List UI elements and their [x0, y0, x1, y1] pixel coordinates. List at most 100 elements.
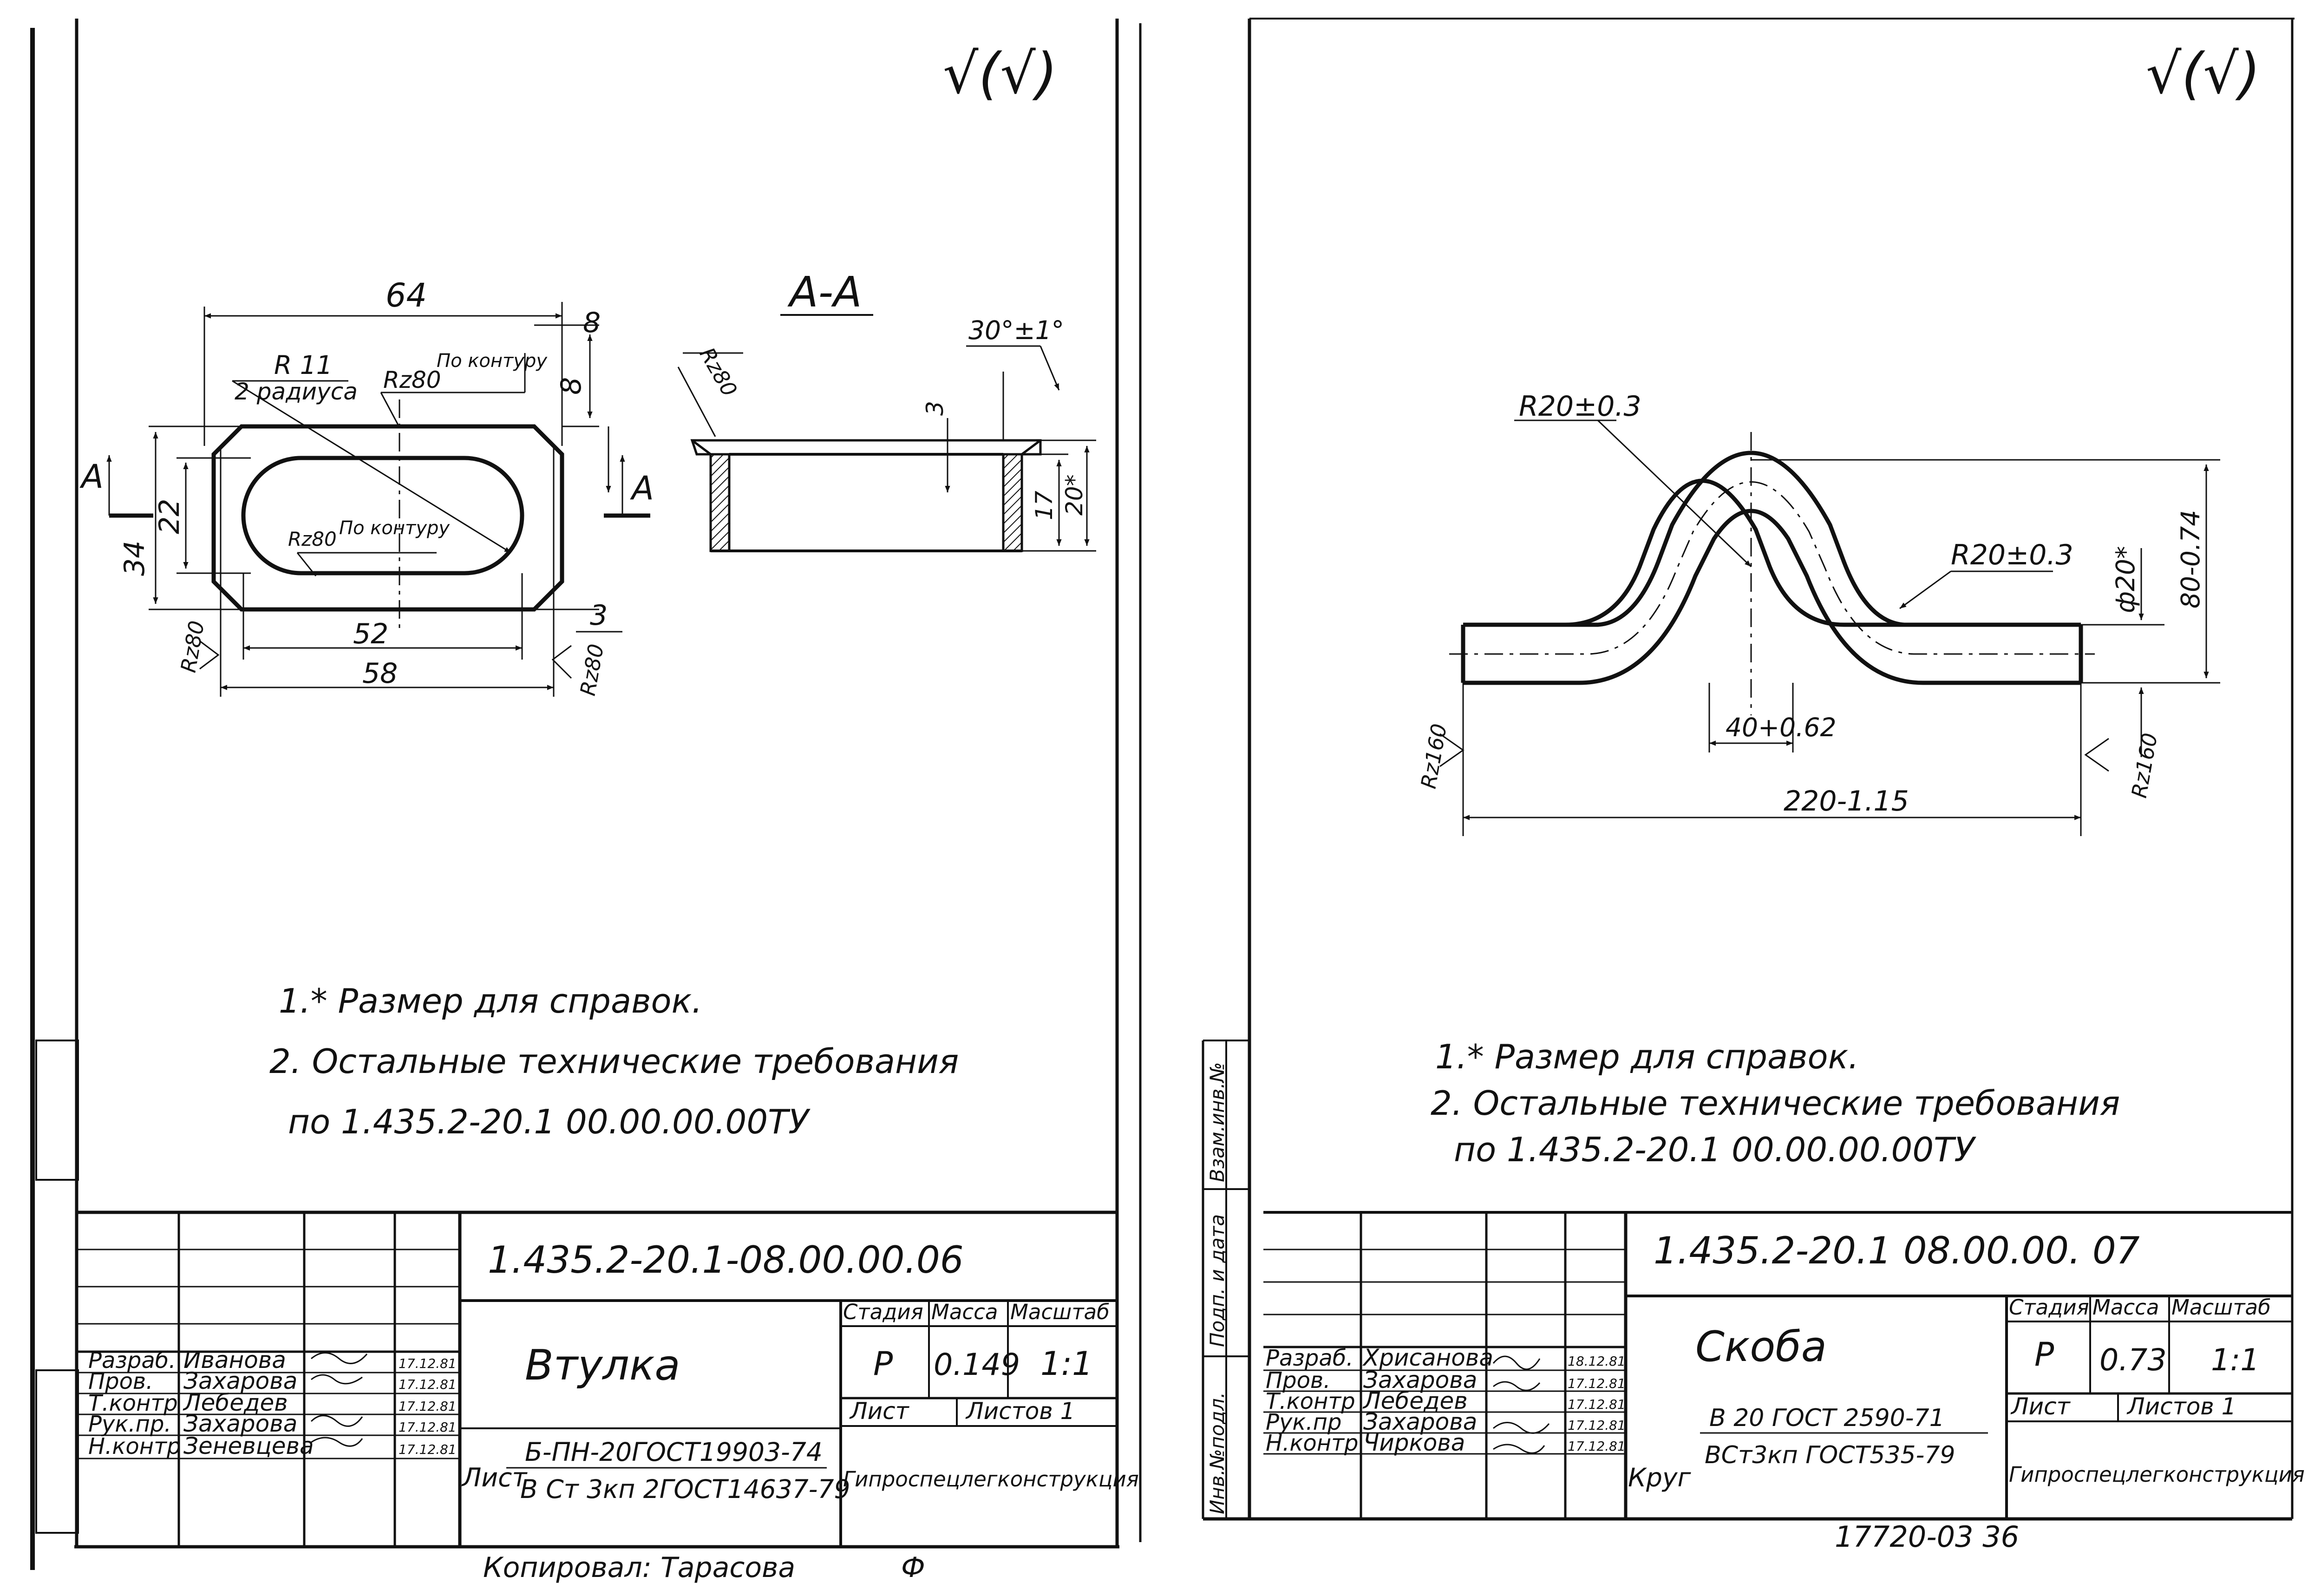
right-role-3: Рук.пр	[1266, 1409, 1341, 1435]
rz80-inner: Rz80	[288, 528, 337, 550]
dim-w40: 40+0.62	[1726, 713, 1837, 742]
left-note-1: 1.* Размер для справок.	[279, 981, 702, 1020]
dim-8b: 8	[555, 377, 588, 395]
right-stage: Р	[2034, 1335, 2054, 1374]
right-stage-label: Стадия	[2009, 1295, 2089, 1320]
dim-r11-note: 2 радиуса	[235, 378, 358, 405]
left-role-2: Т.контр	[88, 1390, 178, 1416]
dim-22: 22	[153, 499, 186, 534]
right-mass: 0.73	[2099, 1343, 2167, 1378]
right-note-2: 2. Остальные технические требования	[1431, 1084, 2120, 1123]
dim-58: 58	[362, 657, 398, 690]
right-note-3: по 1.435.2-20.1 00.00.00.00ТУ	[1454, 1130, 1976, 1169]
left-sheet-label: Лист	[849, 1398, 910, 1425]
dim-r20-top: R20±0.3	[1519, 390, 1641, 423]
copied-by: Копировал: Тарасова	[483, 1551, 795, 1584]
dim-3: 3	[590, 599, 608, 632]
dim-8a: 8	[583, 307, 601, 339]
section-dim-3: 3	[922, 401, 948, 416]
left-role-3: Рук.пр.	[88, 1411, 171, 1437]
dim-dia20: ф20*	[2111, 546, 2140, 613]
section-dim-20: 20*	[1061, 474, 1088, 516]
left-sheets-label: Листов 1	[965, 1398, 1075, 1425]
right-part-name: Скоба	[1695, 1322, 1827, 1371]
left-scale-label: Масштаб	[1010, 1300, 1110, 1324]
left-name-4: Зеневцева	[183, 1432, 314, 1459]
right-sheets-label: Листов 1	[2126, 1393, 2236, 1420]
left-sheet-text: √(√) А-А А А 64 8 8 34 22 52 58 3 R 11 2…	[79, 42, 1139, 1584]
right-doc-number: 1.435.2-20.1 08.00.00. 07	[1654, 1229, 2140, 1272]
left-material-prefix: Лист	[461, 1463, 528, 1492]
right-scale: 1:1	[2211, 1343, 2260, 1378]
left-stage: Р	[873, 1345, 893, 1383]
side-label-inv: Инв.№подл.	[1206, 1392, 1229, 1514]
dim-52: 52	[353, 618, 388, 650]
left-name-3: Захарова	[183, 1410, 297, 1437]
rz80-top: Rz80	[383, 366, 441, 393]
dim-r11: R 11	[274, 350, 333, 380]
section-marker-left: А	[79, 458, 104, 496]
left-mass-label: Масса	[931, 1300, 998, 1324]
dim-r20-right: R20±0.3	[1951, 539, 2073, 571]
dim-64: 64	[386, 276, 427, 314]
archive-number: 17720-03 36	[1835, 1520, 2019, 1554]
left-name-2: Лебедев	[183, 1389, 288, 1416]
left-sheet	[30, 19, 1142, 1570]
section-angle: 30°±1°	[968, 315, 1064, 345]
right-name-0: Хрисанова	[1362, 1344, 1493, 1371]
right-role-4: Н.контр	[1266, 1430, 1359, 1456]
right-name-3: Захарова	[1363, 1408, 1477, 1435]
right-date-2: 17.12.81	[1568, 1397, 1626, 1412]
left-name-0: Иванова	[183, 1347, 286, 1374]
right-org: Гипроспецлегконструкция	[2009, 1462, 2305, 1487]
right-name-1: Захарова	[1363, 1367, 1477, 1393]
left-roughness-mark: √(√)	[943, 42, 1058, 106]
section-label: А-А	[787, 268, 862, 317]
right-role-2: Т.контр	[1266, 1388, 1355, 1414]
left-doc-number: 1.435.2-20.1-08.00.00.06	[488, 1238, 964, 1282]
left-org: Гипроспецлегконструкция	[843, 1467, 1139, 1491]
right-material-line2: ВСт3кп ГОСТ535-79	[1705, 1441, 1955, 1469]
left-role-0: Разраб.	[88, 1347, 176, 1374]
right-name-4: Чиркова	[1363, 1429, 1465, 1456]
po-konturu-top: По контуру	[437, 350, 548, 372]
left-role-1: Пров.	[88, 1368, 153, 1394]
right-date-4: 17.12.81	[1568, 1439, 1626, 1454]
right-date-1: 17.12.81	[1568, 1376, 1626, 1391]
right-scale-label: Масштаб	[2171, 1295, 2271, 1320]
left-mass: 0.149	[934, 1347, 1020, 1382]
right-date-0: 18.12.81	[1568, 1354, 1626, 1369]
left-role-4: Н.контр	[88, 1433, 181, 1459]
format-mark: Ф	[901, 1551, 925, 1584]
left-material-line1: Б-ПН-20ГОСТ19903-74	[525, 1437, 823, 1467]
left-date-4: 17.12.81	[399, 1442, 457, 1457]
left-note-2: 2. Остальные технические требования	[269, 1042, 959, 1081]
left-material-line2: В Ст 3кп 2ГОСТ14637-79	[520, 1474, 850, 1504]
right-role-0: Разраб.	[1266, 1345, 1353, 1371]
right-mass-label: Масса	[2092, 1295, 2159, 1320]
left-part-name: Втулка	[525, 1341, 680, 1390]
side-label-vzam: Взам.инв.№	[1206, 1062, 1229, 1182]
left-stage-label: Стадия	[843, 1300, 923, 1324]
section-marker-right: А	[630, 469, 654, 507]
right-material-prefix: Круг	[1628, 1463, 1692, 1492]
dim-34: 34	[118, 541, 151, 576]
left-date-0: 17.12.81	[399, 1356, 457, 1371]
left-note-3: по 1.435.2-20.1 00.00.00.00ТУ	[288, 1102, 811, 1141]
right-role-1: Пров.	[1266, 1367, 1330, 1393]
right-name-2: Лебедев	[1362, 1387, 1468, 1414]
left-date-1: 17.12.81	[399, 1377, 457, 1392]
right-sheet-label: Лист	[2010, 1393, 2071, 1420]
dim-w220: 220-1.15	[1784, 785, 1909, 818]
right-date-3: 17.12.81	[1568, 1418, 1626, 1433]
right-roughness-mark: √(√)	[2146, 42, 2261, 106]
left-name-1: Захарова	[183, 1367, 297, 1394]
right-sheet	[1202, 18, 2295, 1521]
right-material-line1: В 20 ГОСТ 2590-71	[1709, 1404, 1945, 1432]
po-konturu-inner: По контуру	[339, 517, 450, 539]
dim-h80: 80-0.74	[2176, 510, 2205, 608]
right-sheet-text: √(√) R20±0.3 R20±0.3 ф20* 80-0.74 40+0.6…	[1206, 42, 2305, 1554]
left-date-2: 17.12.81	[399, 1399, 457, 1414]
